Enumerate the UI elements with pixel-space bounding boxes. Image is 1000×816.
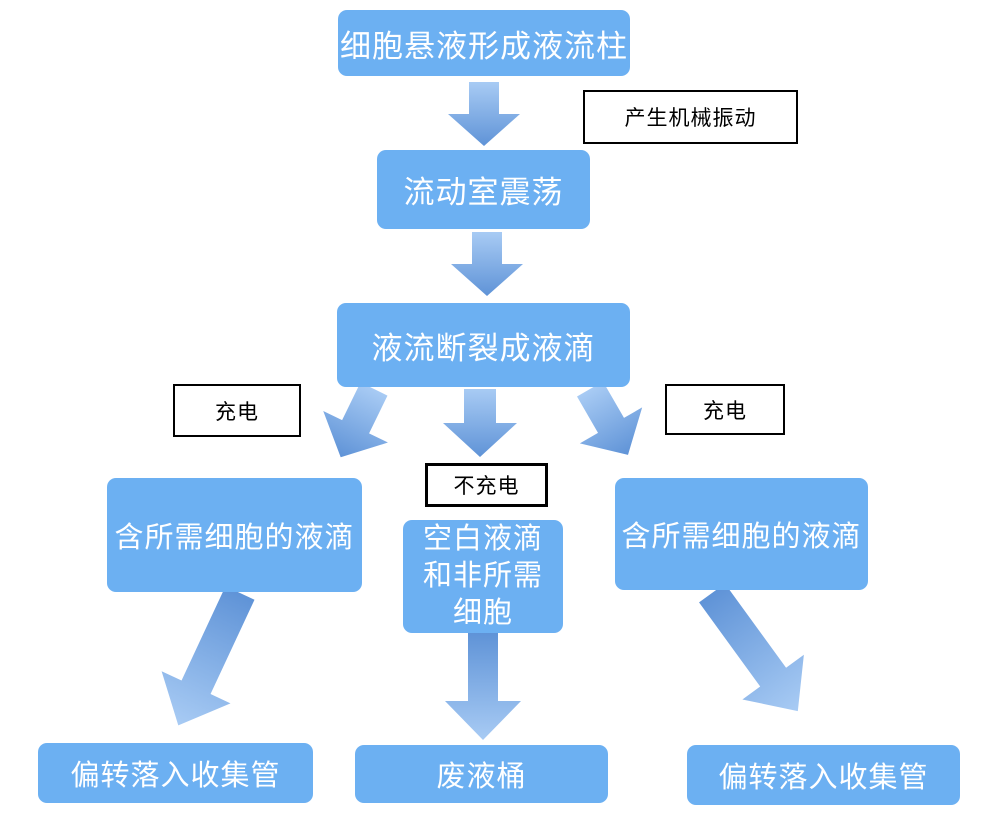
arrow-breakup-to-right-droplets-icon — [577, 381, 643, 455]
node-waste-bucket: 废液桶 — [355, 745, 608, 803]
node-right-droplets-label: 含所需细胞的液滴 — [621, 521, 862, 553]
node-flow-chamber: 流动室震荡 — [377, 150, 590, 229]
node-left-collection-label: 偏转落入收集管 — [70, 760, 281, 792]
node-left-droplets: 含所需细胞的液滴 — [107, 478, 362, 592]
arrow-right-droplets-to-collection-icon — [699, 583, 804, 712]
annotation-charge-right-label: 充电 — [703, 399, 747, 423]
node-flow-chamber-label: 流动室震荡 — [403, 175, 564, 210]
arrow-chamber-to-breakup-icon — [451, 232, 523, 296]
node-right-collection: 偏转落入收集管 — [687, 745, 960, 805]
arrow-left-droplets-to-collection-icon — [161, 586, 255, 726]
annotation-mechanical-vibration: 产生机械振动 — [583, 90, 798, 144]
annotation-charge-left: 充电 — [173, 384, 301, 437]
annotation-charge-left-label: 充电 — [215, 400, 259, 424]
arrow-suspension-to-chamber-icon — [448, 82, 520, 146]
node-left-droplets-label: 含所需细胞的液滴 — [114, 522, 355, 554]
arrow-center-droplets-to-waste-icon — [445, 633, 521, 740]
node-cell-suspension-label: 细胞悬液形成液流柱 — [340, 28, 628, 64]
annotation-charge-right: 充电 — [665, 384, 785, 435]
node-center-droplets-line1: 空白液滴 — [422, 523, 543, 555]
node-cell-suspension: 细胞悬液形成液流柱 — [338, 10, 630, 76]
node-center-droplets-line2: 和非所需 — [422, 560, 543, 592]
node-right-collection-label: 偏转落入收集管 — [718, 762, 929, 794]
node-stream-breakup-label: 液流断裂成液滴 — [371, 330, 596, 366]
node-center-droplets: 空白液滴 和非所需 细胞 — [403, 520, 563, 633]
arrow-breakup-to-center-droplets-icon — [443, 389, 517, 457]
annotation-mechanical-vibration-label: 产生机械振动 — [624, 107, 757, 130]
node-right-droplets: 含所需细胞的液滴 — [615, 478, 868, 590]
node-waste-bucket-label: 废液桶 — [436, 761, 527, 793]
arrow-breakup-to-left-droplets-icon — [323, 382, 388, 458]
annotation-no-charge: 不充电 — [425, 463, 548, 507]
node-center-droplets-line3: 细胞 — [452, 597, 513, 629]
node-stream-breakup: 液流断裂成液滴 — [337, 303, 630, 387]
annotation-no-charge-label: 不充电 — [453, 475, 520, 498]
node-left-collection: 偏转落入收集管 — [38, 743, 313, 803]
